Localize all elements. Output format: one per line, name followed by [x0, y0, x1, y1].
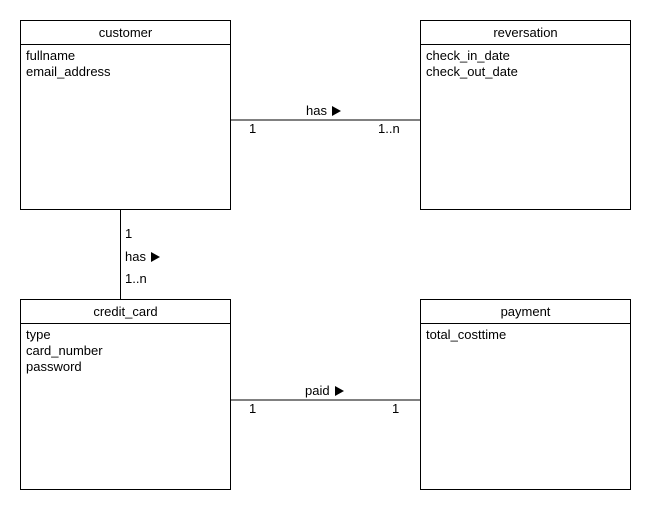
attribute: fullname: [26, 48, 76, 63]
entity-title: reversation: [421, 21, 630, 45]
relation-label-has: has: [125, 249, 160, 265]
relation-name: has: [306, 103, 327, 118]
entity-payment[interactable]: payment total_costtime: [420, 299, 631, 490]
attribute: check_out_date: [426, 64, 518, 79]
direction-arrow-icon: [150, 252, 160, 262]
entity-title: credit_card: [21, 300, 230, 324]
attribute: email_address: [26, 64, 111, 79]
attribute-list: fullname email_address: [21, 45, 230, 80]
entity-title: customer: [21, 21, 230, 45]
entity-customer[interactable]: customer fullname email_address: [20, 20, 231, 210]
relation-label-paid: paid: [305, 383, 344, 399]
multiplicity-label: 1: [249, 401, 257, 416]
multiplicity-label: 1..n: [378, 121, 400, 136]
entity-title: payment: [421, 300, 630, 324]
attribute: total_costtime: [426, 327, 507, 342]
attribute: password: [26, 359, 82, 374]
relation-label-has: has: [306, 103, 341, 119]
attribute: type: [26, 327, 51, 342]
attribute: check_in_date: [426, 48, 510, 63]
relation-name: has: [125, 249, 146, 264]
attribute-list: total_costtime: [421, 324, 630, 343]
multiplicity-label: 1: [125, 226, 133, 241]
attribute: card_number: [26, 343, 103, 358]
entity-credit-card[interactable]: credit_card type card_number password: [20, 299, 231, 490]
entity-reversation[interactable]: reversation check_in_date check_out_date: [420, 20, 631, 210]
attribute-list: type card_number password: [21, 324, 230, 375]
relation-name: paid: [305, 383, 330, 398]
multiplicity-label: 1: [249, 121, 257, 136]
attribute-list: check_in_date check_out_date: [421, 45, 630, 80]
multiplicity-label: 1..n: [125, 271, 147, 286]
multiplicity-label: 1: [392, 401, 400, 416]
direction-arrow-icon: [331, 106, 341, 116]
direction-arrow-icon: [334, 386, 344, 396]
